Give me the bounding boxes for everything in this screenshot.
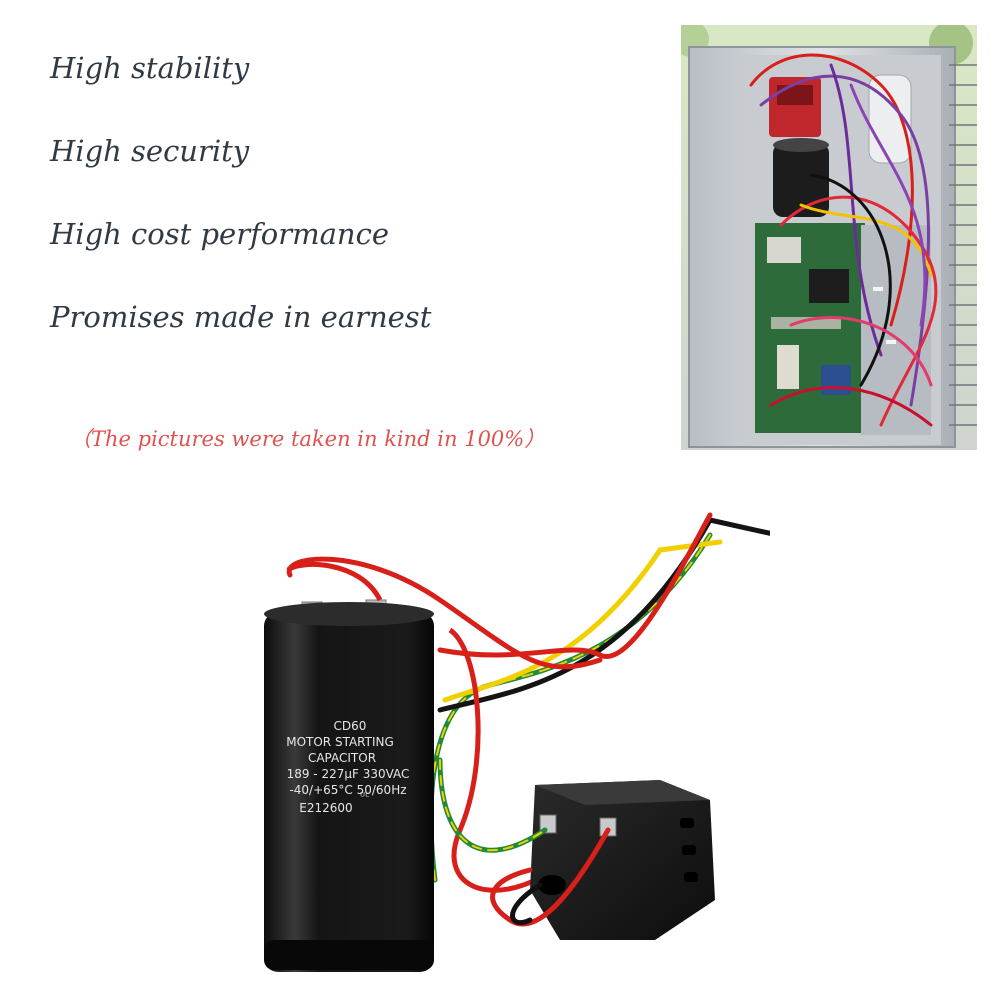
capacitor-line-2: CAPACITOR: [308, 751, 376, 765]
capacitor-line-1: MOTOR STARTING: [286, 735, 394, 749]
capacitor-label: CD60 MOTOR STARTING CAPACITOR 189 - 227µ…: [286, 719, 409, 815]
feature-security: High security: [50, 134, 250, 168]
photo-caption: （The pictures were taken in kind in 100%…: [70, 427, 546, 451]
capacitor-relay-kit-photo: CD60 MOTOR STARTING CAPACITOR 189 - 227µ…: [264, 512, 770, 972]
feature-promises: Promises made in earnest: [50, 300, 432, 334]
start-relay: [530, 780, 715, 940]
capacitor-model: CD60: [334, 719, 367, 733]
capacitor-line-3: 189 - 227µF 330VAC: [287, 767, 410, 781]
feature-cost-performance: High cost performance: [50, 217, 389, 251]
feature-list: High stability High security High cost p…: [50, 46, 650, 378]
feature-stability: High stability: [50, 51, 250, 85]
capacitor-line-5: E212600: [299, 801, 352, 815]
capacitor-line-4: -40/+65°C 50/60Hz: [289, 783, 406, 797]
ul-mark-icon: ᵁᴸ: [360, 790, 369, 803]
hvac-unit-photo: [681, 25, 977, 450]
